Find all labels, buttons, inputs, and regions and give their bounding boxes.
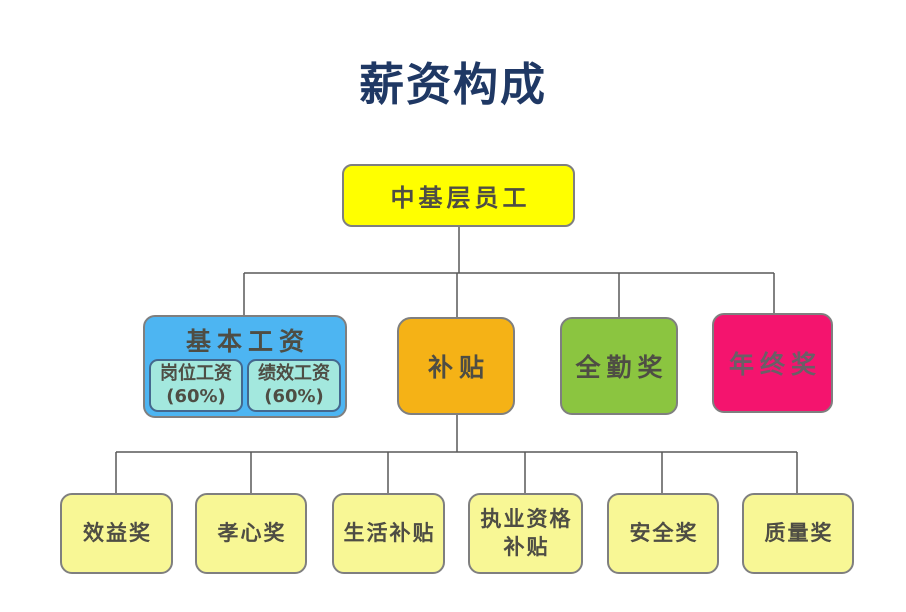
node-quality-award: 质量奖 [742, 493, 854, 574]
basic-salary-subnodes: 岗位工资 (60%) 绩效工资 (60%) [149, 359, 341, 412]
node-label: 绩效工资 [258, 363, 330, 384]
page-title: 薪资构成 [358, 58, 547, 111]
node-label: 质量奖 [764, 520, 834, 545]
node-benefit-award: 效益奖 [60, 493, 173, 574]
node-percent: (60%) [264, 385, 324, 407]
node-subsidy: 补贴 [397, 317, 515, 415]
node-label: 基本工资 [185, 327, 310, 356]
node-basic-salary-group: 基本工资 岗位工资 (60%) 绩效工资 (60%) [143, 315, 347, 418]
node-label: 孝心奖 [217, 520, 287, 545]
node-label: 岗位工资 [160, 363, 232, 384]
node-position-salary: 岗位工资 (60%) [149, 359, 243, 412]
node-label: 补贴 [427, 353, 490, 382]
node-percent: (60%) [166, 385, 226, 407]
node-year-end-award: 年终奖 [712, 313, 833, 413]
node-label: 效益奖 [83, 520, 152, 545]
node-full-attendance-award: 全勤奖 [560, 317, 678, 415]
node-label: 执业资格补贴 [480, 507, 573, 559]
node-label: 年终奖 [728, 350, 822, 379]
node-label: 中基层员工 [390, 184, 531, 212]
node-living-subsidy: 生活补贴 [332, 493, 445, 574]
node-performance-salary: 绩效工资 (60%) [247, 359, 341, 412]
node-mid-level-staff: 中基层员工 [342, 164, 575, 227]
node-safety-award: 安全奖 [607, 493, 719, 574]
node-label: 生活补贴 [343, 520, 436, 545]
node-label: 安全奖 [629, 520, 699, 545]
node-professional-qualification-subsidy: 执业资格补贴 [468, 493, 583, 574]
node-filial-piety-award: 孝心奖 [195, 493, 307, 574]
node-label: 全勤奖 [575, 353, 669, 382]
